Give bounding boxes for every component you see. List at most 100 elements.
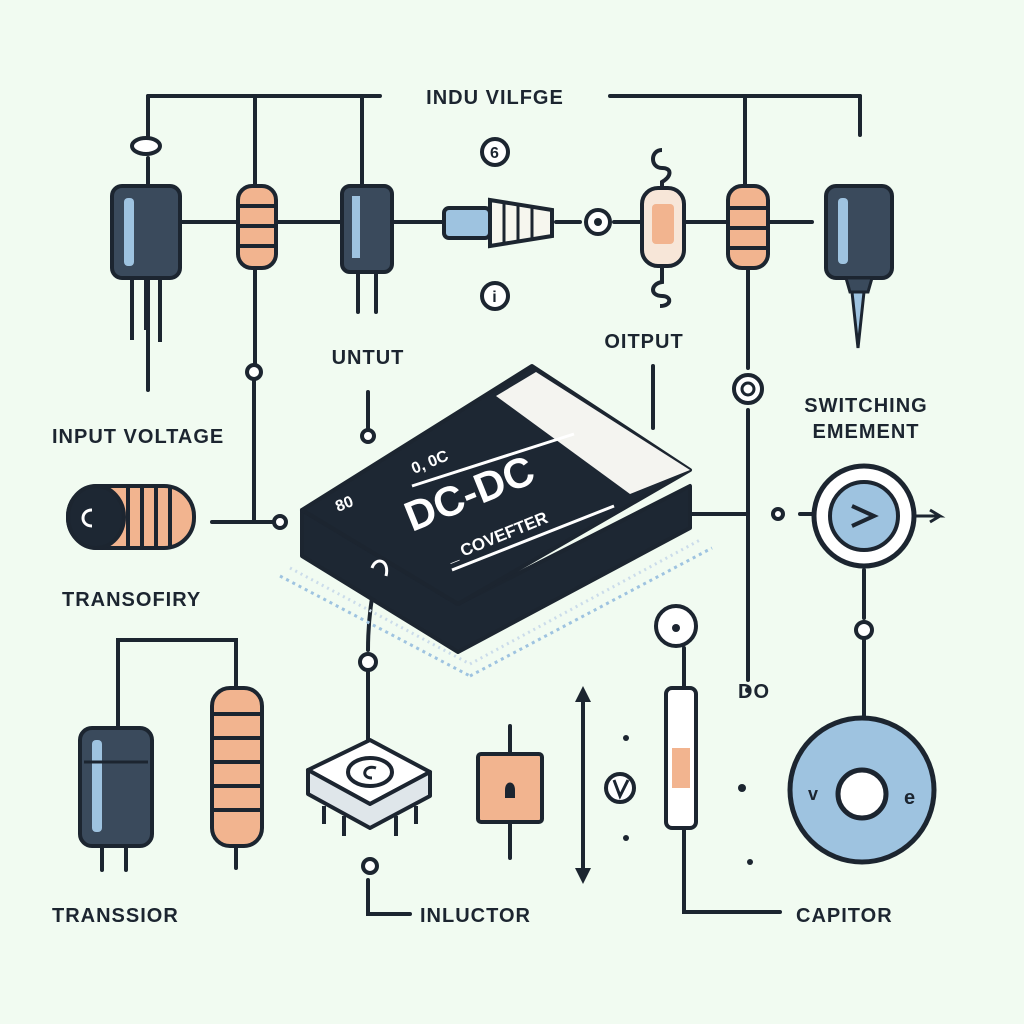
disc-glyph-left: v	[808, 784, 819, 804]
node-untut	[360, 428, 376, 444]
switching-element	[811, 463, 946, 569]
top-left-capacitor	[110, 136, 182, 342]
node-inductor-bottom	[361, 857, 379, 875]
nodes	[245, 208, 874, 875]
cap-highlight	[124, 198, 134, 266]
chip-lead-hook	[370, 559, 389, 577]
lower-left-legs	[100, 844, 238, 872]
labels: INDU VILFGE UNTUT OITPUT INPUT VOLTAGE S…	[52, 87, 927, 927]
node-right-branch	[771, 507, 785, 521]
b-resistor-bands	[214, 712, 260, 812]
fuse-top-curl	[651, 148, 672, 188]
connector-barrel	[442, 206, 492, 240]
bl-cap-body	[78, 726, 154, 848]
node-left-resistor	[245, 363, 263, 381]
rcap-neck	[844, 276, 874, 294]
label-capitor: CAPITOR	[796, 905, 893, 927]
label-input-voltage: INPUT VOLTAGE	[52, 426, 224, 448]
small-symbol-bottom: i	[480, 281, 510, 311]
meter-needle	[612, 779, 630, 800]
lower-left-loop	[116, 638, 238, 737]
top-capacitor-2	[340, 184, 394, 274]
switch-face	[828, 480, 900, 552]
rcap-body	[824, 184, 894, 280]
symbol-ring-bottom	[480, 281, 510, 311]
top-fuse	[640, 148, 686, 308]
top-resistor-2	[726, 184, 770, 270]
rcap-highlight	[838, 198, 848, 264]
bottom-resistor	[210, 686, 264, 848]
coil-end-cap	[66, 484, 126, 550]
dc-dc-converter-chip: 80 0, 0C DC-DC _ COVEFTER	[300, 364, 692, 654]
cap-body	[110, 184, 182, 280]
cap2-legs	[356, 270, 378, 314]
chip-pins-top	[289, 538, 701, 666]
label-transsior: TRANSSIOR	[52, 905, 179, 927]
dot	[623, 735, 629, 741]
inductor-chip	[306, 738, 432, 836]
bl-cap-highlight	[92, 740, 102, 832]
dot	[747, 859, 753, 865]
resistor2-bands	[730, 206, 766, 250]
bottom-left-capacitor	[78, 726, 154, 848]
lower-right-lead	[682, 646, 782, 914]
label-switching: SWITCHING	[804, 395, 927, 417]
label-do: DO	[738, 681, 770, 703]
label-element: EMEMENT	[813, 421, 920, 443]
chip-small-left: 80	[333, 493, 356, 515]
dot	[623, 835, 629, 841]
chip-corner-label	[496, 372, 690, 494]
connector-cone	[488, 197, 554, 249]
dot	[745, 687, 751, 693]
label-transofiry: TRANSOFIRY	[62, 589, 201, 611]
connector-ridges	[502, 204, 534, 242]
b-resistor-body	[210, 686, 264, 848]
symbol-glyph-bottom: i	[492, 289, 497, 306]
meter-glyph	[604, 772, 636, 804]
label-inductor: INLUCTOR	[420, 905, 531, 927]
disc-glyph-right: e	[904, 787, 916, 809]
switch-pointer	[851, 504, 879, 528]
cap-legs	[130, 278, 162, 342]
chip-pins	[279, 538, 713, 678]
double-arrow	[575, 686, 591, 884]
ic-pins	[322, 806, 418, 836]
coil-windings	[126, 488, 172, 546]
top-right-capacitor	[824, 184, 894, 349]
wires	[100, 94, 866, 916]
ic-side	[306, 768, 432, 830]
fuse-core	[652, 204, 674, 244]
fuse-bottom-curl	[651, 266, 672, 308]
cap-top-cap	[130, 136, 162, 156]
label-untut: UNTUT	[332, 347, 405, 369]
disc-hole	[835, 767, 889, 821]
label-top-input-voltage: INDU VILFGE	[426, 87, 564, 109]
node-chip-input	[272, 514, 288, 530]
decorative-dots	[623, 687, 753, 865]
probe-core	[672, 748, 690, 788]
symbol-ring-top	[480, 137, 510, 167]
rcap-probe	[850, 290, 866, 349]
ind-box-mark	[505, 782, 515, 798]
output-ring-inner	[740, 381, 756, 397]
resistor-bands	[240, 204, 274, 248]
top-connector	[442, 197, 554, 249]
ic-dial-mark	[363, 765, 377, 780]
arrow-head-up	[575, 686, 591, 702]
chip-pins-left	[279, 574, 471, 678]
node-center-row-inner	[594, 218, 602, 226]
coil-end-glyph	[81, 508, 93, 528]
inductor-bottom-wire	[366, 878, 412, 916]
cap2-highlight	[352, 196, 360, 258]
chip-divider	[411, 432, 615, 572]
cap2-body	[340, 184, 394, 274]
disc-capacitor: v e	[787, 715, 937, 865]
node-chip-bottom	[358, 652, 378, 672]
probe-element	[654, 604, 698, 830]
symbol-glyph-top: 6	[490, 145, 500, 162]
node-switch-down	[854, 620, 874, 640]
ic-dial	[346, 756, 394, 788]
arrow-head-down	[575, 868, 591, 884]
